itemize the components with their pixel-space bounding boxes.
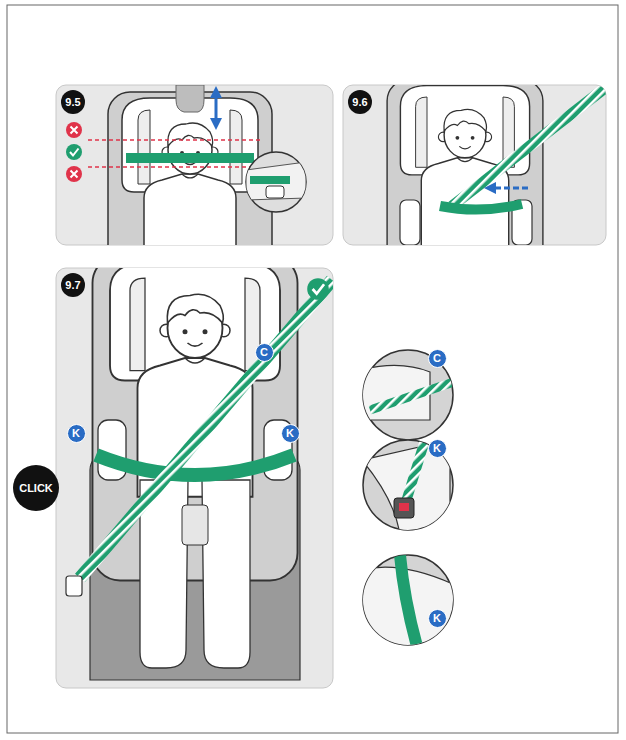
badge-text: 9.6 [352,97,367,108]
callout-letter: K [428,609,447,628]
step-number: 9.5 [61,90,85,114]
badge-text: K [433,443,441,454]
step-number: 9.6 [348,90,372,114]
callout-letter: C [255,343,274,362]
click-badge: CLICK [13,465,59,511]
callout-letter: C [428,349,447,368]
callout-letter: K [428,439,447,458]
badge-text: K [286,428,294,439]
badge-text: CLICK [19,483,53,494]
badge-text: K [72,428,80,439]
badge-text: C [260,347,268,358]
badge-text: K [433,613,441,624]
badge-text: 9.7 [65,280,80,291]
callout-letter: K [67,424,86,443]
step-number: 9.7 [61,273,85,297]
badge-text: C [433,353,441,364]
badge-text: 9.5 [65,97,80,108]
callout-letter: K [281,424,300,443]
